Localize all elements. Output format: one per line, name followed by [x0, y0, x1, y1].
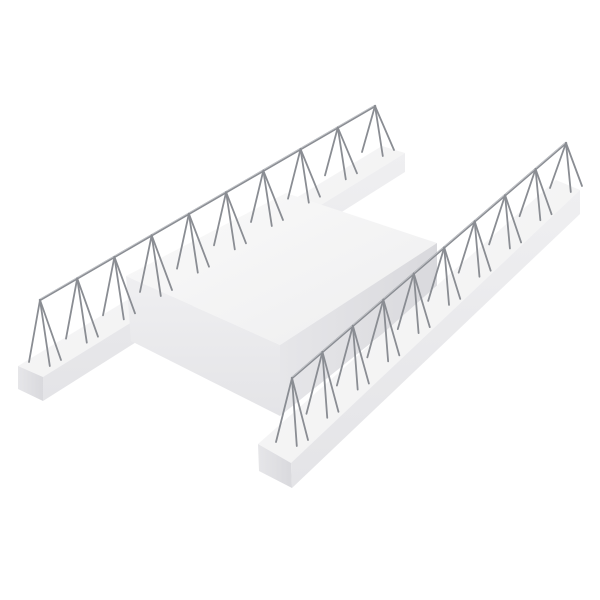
truss-diagonal-wire [518, 168, 537, 218]
truss-diagonal-wire [305, 350, 324, 415]
truss-diagonal-wire [213, 191, 228, 247]
truss-diagonal-wire [382, 298, 390, 363]
top-chord-wire [290, 141, 568, 380]
truss-diagonal-wire [335, 324, 354, 387]
truss-diagonal-wire [473, 220, 492, 272]
truss-diagonal-wire [39, 299, 62, 361]
truss-diagonal-wire [39, 299, 51, 367]
truss-diagonal-wire [299, 148, 321, 198]
left-beam-front [18, 366, 43, 401]
top-chord-highlight [39, 104, 376, 300]
truss-diagonal-wire [361, 105, 376, 153]
truss-diagonal-wire [324, 126, 339, 177]
truss-diagonal-wire [473, 220, 481, 278]
right-beam-side [291, 190, 580, 488]
truss-diagonal-wire [291, 377, 298, 447]
truss-diagonal-wire [336, 126, 358, 175]
truss-diagonal-wire [336, 126, 347, 181]
truss-diagonal-wire [443, 246, 450, 306]
truss-diagonal-wire [488, 194, 507, 246]
truss-diagonal-wire [113, 255, 125, 321]
truss-diagonal-wire [504, 194, 511, 250]
truss-diagonal-wire [225, 191, 247, 245]
block-top [126, 193, 437, 345]
block-left-face [126, 276, 280, 416]
right-steel-lattice-truss [275, 141, 583, 447]
truss-diagonal-wire [76, 277, 88, 344]
truss-diagonal-wire [427, 246, 446, 302]
truss-diagonal-wire [299, 148, 310, 204]
truss-diagonal-wire [187, 212, 199, 274]
right-concrete-beam [258, 180, 580, 488]
right-beam-front [258, 444, 292, 488]
truss-diagonal-wire [275, 377, 293, 443]
truss-diagonal-wire [250, 169, 265, 223]
truss-diagonal-wire [150, 234, 162, 297]
truss-diagonal-wire [382, 298, 401, 357]
truss-diagonal-wire [396, 272, 415, 331]
truss-diagonal-wire [504, 194, 523, 244]
truss-diagonal-wire [262, 169, 273, 227]
left-steel-lattice-truss [28, 104, 395, 367]
truss-diagonal-wire [565, 142, 572, 193]
truss-diagonal-wire [457, 220, 476, 274]
truss-diagonal-wire [351, 324, 370, 385]
truss-diagonal-wire [113, 255, 136, 315]
truss-diagonal-wire [565, 142, 583, 187]
truss-diagonal-wire [351, 324, 359, 391]
top-chord-highlight [291, 141, 567, 378]
truss-diagonal-wire [262, 169, 284, 221]
truss-diagonal-wire [102, 255, 116, 317]
truss-diagonal-wire [412, 272, 431, 329]
truss-diagonal-wire [291, 377, 309, 441]
truss-diagonal-wire [28, 299, 41, 363]
truss-diagonal-wire [366, 298, 385, 359]
truss-diagonal-wire [374, 105, 395, 151]
truss-diagonal-wire [534, 168, 542, 222]
truss-diagonal-wire [150, 234, 173, 291]
truss-diagonal-wire [65, 277, 79, 340]
truss-diagonal-wire [412, 272, 420, 335]
truss-diagonal-wire [287, 148, 302, 200]
truss-diagonal-wire [374, 105, 384, 157]
truss-diagonal-wire [443, 246, 462, 300]
truss-diagonal-wire [321, 350, 340, 413]
truss-diagonal-wire [549, 142, 567, 189]
top-chord-wire [38, 104, 377, 302]
truss-diagonal-wire [176, 212, 190, 270]
truss-diagonal-wire [321, 350, 329, 419]
truss-diagonal-wire [225, 191, 236, 251]
truss-diagonal-wire [534, 168, 553, 216]
truss-diagonal-wire [76, 277, 99, 338]
truss-diagonal-wire [139, 234, 153, 293]
truss-diagonal-wire [187, 212, 210, 268]
right-beam-top [258, 180, 580, 463]
